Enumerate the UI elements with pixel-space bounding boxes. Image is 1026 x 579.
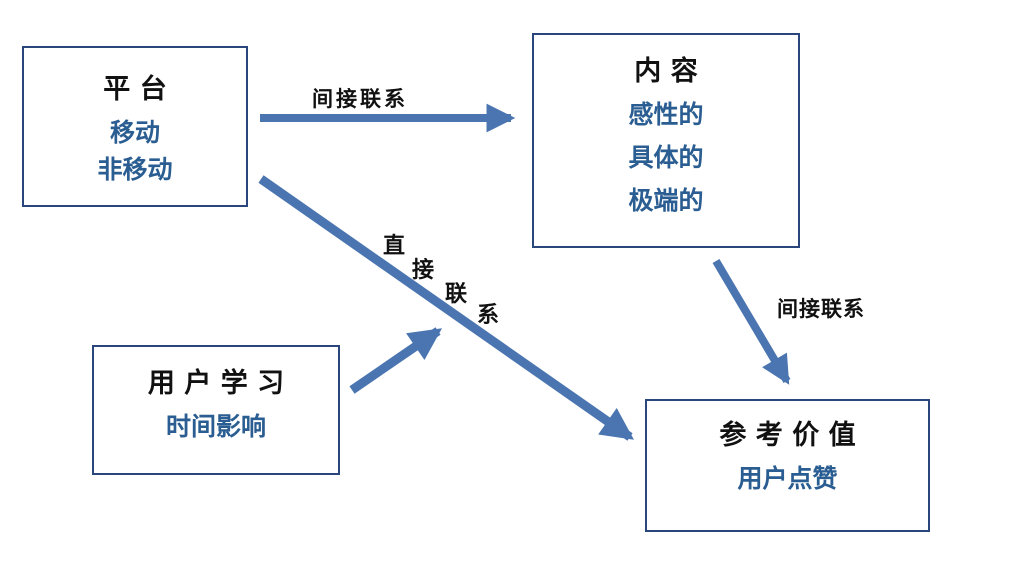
box-platform: 平 台 移动 非移动 [22,46,248,207]
box-platform-title: 平 台 [103,74,167,105]
box-content-title: 内 容 [634,56,698,87]
box-platform-item: 移动 [109,118,160,147]
box-reference-value: 参 考 价 值 用户点赞 [645,399,930,532]
edge-label-direct-char: 系 [477,303,500,328]
box-user-learning-item: 时间影响 [165,412,266,441]
box-content-item: 感性的 [628,100,704,129]
box-content-item: 具体的 [628,143,704,172]
box-user-learning-title: 用 户 学 习 [147,368,285,399]
edge-label-direct-char: 联 [445,282,468,307]
box-user-learning: 用 户 学 习 时间影响 [92,345,340,475]
arrow-user-learning-to-direct-link [349,327,443,394]
box-content: 内 容 感性的 具体的 极端的 [532,33,800,248]
box-reference-value-item: 用户点赞 [737,464,838,493]
edge-label-direct-char: 接 [412,258,435,283]
box-reference-value-title: 参 考 价 值 [719,420,856,451]
edge-label-indirect-right: 间接联系 [777,297,865,321]
box-platform-item: 非移动 [97,155,173,184]
edge-label-direct-char: 直 [383,234,406,259]
edge-label-indirect-top: 间接联系 [312,87,408,111]
box-content-item: 极端的 [628,186,704,215]
